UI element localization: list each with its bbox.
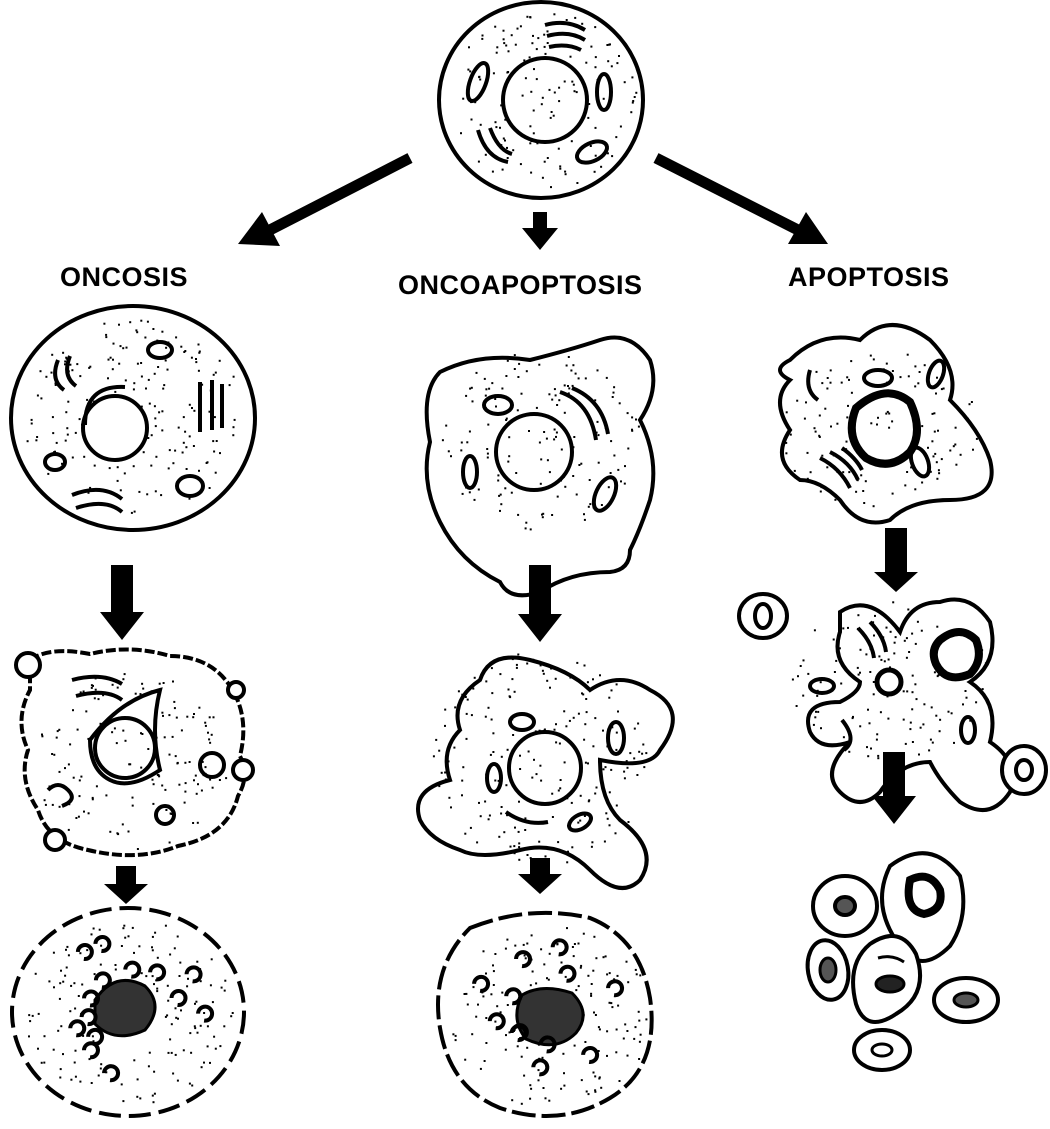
oncoapoptosis-stage-3-disintegrated-cell (438, 913, 652, 1116)
apoptotic-body (854, 1030, 910, 1070)
apoptosis-stage-3-apoptotic-bodies (803, 853, 998, 1070)
oncosis-stage-2-blebbing-cell (16, 649, 253, 855)
label-oncosis: ONCOSIS (60, 262, 188, 293)
apoptotic-body (813, 876, 877, 936)
arrow-oncosis-2 (104, 866, 148, 904)
apoptosis-stage-1-shrunken-cell (780, 325, 992, 523)
label-apoptosis: APOPTOSIS (788, 262, 950, 293)
apoptotic-body (803, 937, 853, 1003)
arrow-to-apoptosis (656, 158, 828, 244)
normal-cell (439, 2, 643, 198)
arrow-to-oncoapoptosis (522, 212, 558, 250)
arrow-to-oncosis (238, 158, 410, 246)
oncoapoptosis-stage-2-lobed-cell (418, 654, 673, 889)
arrow-oncoapoptosis-2 (518, 858, 562, 894)
apoptotic-bleb-right (1002, 746, 1046, 794)
arrow-apoptosis-1 (874, 528, 918, 592)
oncosis-stage-1-swollen-cell (11, 306, 255, 530)
label-oncoapoptosis: ONCOAPOPTOSIS (398, 270, 643, 301)
apoptotic-bleb-left (739, 594, 787, 638)
oncoapoptosis-stage-1-irregular-cell (427, 338, 654, 596)
oncosis-stage-3-disintegrated-cell (12, 908, 244, 1116)
apoptotic-body (934, 978, 998, 1022)
arrow-oncosis-1 (100, 565, 144, 640)
nucleus (503, 58, 587, 142)
apoptotic-body (853, 936, 920, 1022)
